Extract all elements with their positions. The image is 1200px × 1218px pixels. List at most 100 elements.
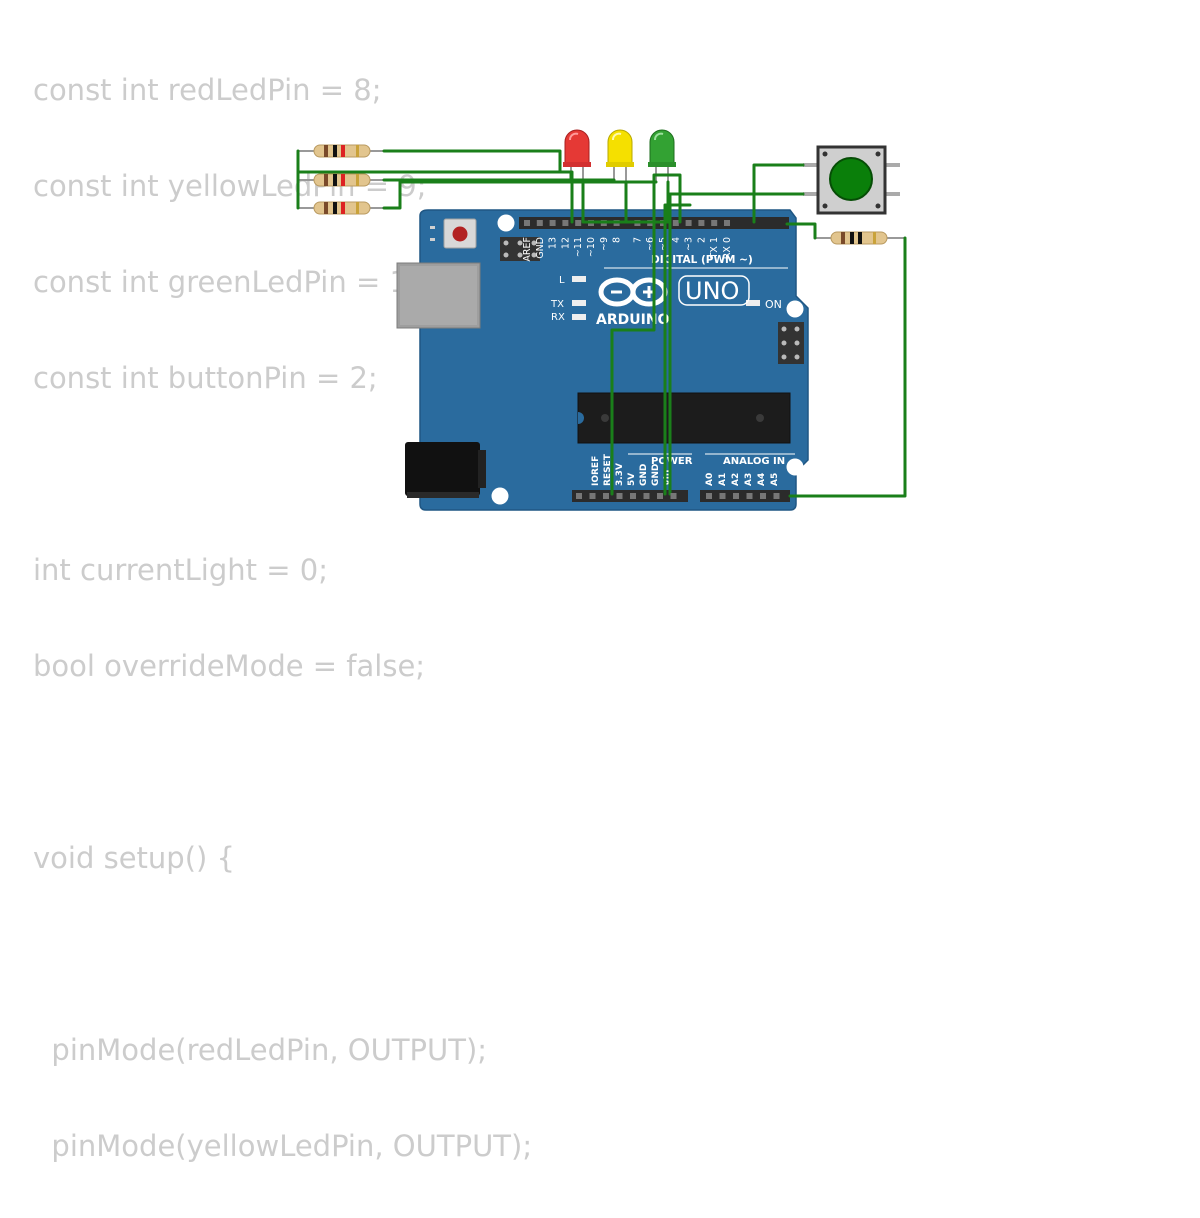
wire-button-resistor <box>785 222 817 240</box>
svg-text:ON: ON <box>765 298 782 311</box>
led-yellow[interactable] <box>606 129 634 182</box>
code-line: bool overrideMode = false; <box>33 649 426 683</box>
mounting-hole <box>497 214 515 232</box>
digital-pin-label: ~9 <box>599 237 610 251</box>
pushbutton[interactable] <box>803 145 900 215</box>
code-line: pinMode(redLedPin, OUTPUT); <box>33 1033 488 1067</box>
header-pin[interactable] <box>562 220 569 226</box>
digital-pin-label: 12 <box>560 237 571 249</box>
reset-button[interactable] <box>430 218 477 249</box>
resistor-yellow-led[interactable] <box>298 173 384 187</box>
code-line: const int redLedPin = 8; <box>33 73 382 107</box>
power-label: POWER <box>651 456 693 467</box>
analog-pin-label: A0 <box>705 473 715 486</box>
header-pin[interactable] <box>760 493 766 499</box>
header-pin[interactable] <box>576 493 582 499</box>
digital-pin-label: ~10 <box>586 237 597 257</box>
header-pin[interactable] <box>672 220 679 226</box>
wire-5v <box>610 173 682 496</box>
icsp-header-right <box>778 322 804 364</box>
header-pin[interactable] <box>746 493 753 499</box>
header-pin[interactable] <box>719 493 726 499</box>
digital-pin-label: GND <box>535 237 546 259</box>
resistor-green-led[interactable] <box>298 201 384 215</box>
microcontroller-chip <box>577 392 791 444</box>
digital-pin-label: 4 <box>671 237 682 243</box>
digital-pin-label: ~3 <box>684 237 695 251</box>
header-pin[interactable] <box>575 220 582 226</box>
analog-pin-label: A1 <box>718 473 728 486</box>
header-pin[interactable] <box>657 493 663 499</box>
icsp-header <box>500 237 540 261</box>
wire-red-resistor <box>382 149 573 184</box>
code-line: void setup() { <box>33 841 235 875</box>
header-pin[interactable] <box>706 493 712 499</box>
header-pin[interactable] <box>670 493 677 499</box>
board-model: UNO <box>685 277 739 305</box>
svg-text:L: L <box>559 275 565 286</box>
code-line: pinMode(yellowLedPin, OUTPUT); <box>33 1129 533 1163</box>
digital-pin-label: AREF <box>522 237 533 262</box>
analog-pin-label: A2 <box>731 473 741 486</box>
header-pin[interactable] <box>733 493 739 499</box>
wire-gnd-bus <box>296 149 574 224</box>
resistor-button[interactable] <box>815 231 905 245</box>
digital-pin-label: 2 <box>696 237 707 243</box>
power-pin-label: IOREF <box>591 456 601 486</box>
digital-pin-label: 7 <box>632 237 643 243</box>
wires <box>296 149 907 498</box>
header-pin[interactable] <box>773 493 780 499</box>
header-pin[interactable] <box>724 220 730 226</box>
digital-pin-label: ~6 <box>645 237 656 251</box>
analog-pin-label: A3 <box>744 473 754 486</box>
digital-header-label: DIGITAL (PWM ~) <box>651 254 753 266</box>
header-pin[interactable] <box>603 493 609 499</box>
mounting-hole <box>491 487 509 505</box>
power-jack <box>405 442 486 498</box>
digital-pin-label: TX 1 <box>709 237 720 259</box>
mounting-hole <box>786 300 804 318</box>
led-red[interactable] <box>563 129 591 182</box>
wire-pin10 <box>630 180 670 224</box>
code-line: const int buttonPin = 2; <box>33 361 378 395</box>
code-line <box>33 738 532 786</box>
analog-pin-label: A5 <box>770 473 780 486</box>
usb-connector <box>396 262 481 329</box>
wire-resistor-gnd <box>788 236 907 498</box>
mounting-hole <box>786 458 804 476</box>
wire-button-5v <box>668 192 805 496</box>
power-pin-label: RESET <box>603 453 613 486</box>
header-pin[interactable] <box>711 220 718 226</box>
code-line: int currentLight = 0; <box>33 553 328 587</box>
svg-text:RX: RX <box>551 312 565 323</box>
header-pin[interactable] <box>616 493 623 499</box>
header-pin[interactable] <box>549 220 556 226</box>
wire-gnd-bottom <box>663 203 692 496</box>
header-pin[interactable] <box>630 493 636 499</box>
digital-pin-label: RX 0 <box>722 237 733 259</box>
onboard-leds: L TX RX ON <box>550 275 782 323</box>
wire-button-pin2 <box>752 163 805 224</box>
header-pin[interactable] <box>589 493 596 499</box>
svg-text:TX: TX <box>550 299 564 310</box>
analog-pin-label: A4 <box>757 473 767 486</box>
header-pin[interactable] <box>698 220 705 226</box>
code-line <box>33 930 532 978</box>
header-pin[interactable] <box>643 493 650 499</box>
analog-label: ANALOG IN <box>723 456 785 467</box>
power-pin-label: Vin <box>663 470 673 486</box>
wire-green-resistor <box>382 180 658 210</box>
header-pin[interactable] <box>685 220 692 226</box>
header-pin[interactable] <box>536 220 543 226</box>
resistor-red-led[interactable] <box>298 144 384 158</box>
power-pin-label: GND <box>639 464 649 486</box>
power-pin-label: 3.3V <box>615 463 625 486</box>
digital-pin-label: ~11 <box>573 237 584 257</box>
digital-pin-label: 13 <box>548 237 559 249</box>
power-pin-label: GND <box>651 464 661 486</box>
power-pin-label: 5V <box>627 473 637 486</box>
header-pin[interactable] <box>524 220 530 226</box>
